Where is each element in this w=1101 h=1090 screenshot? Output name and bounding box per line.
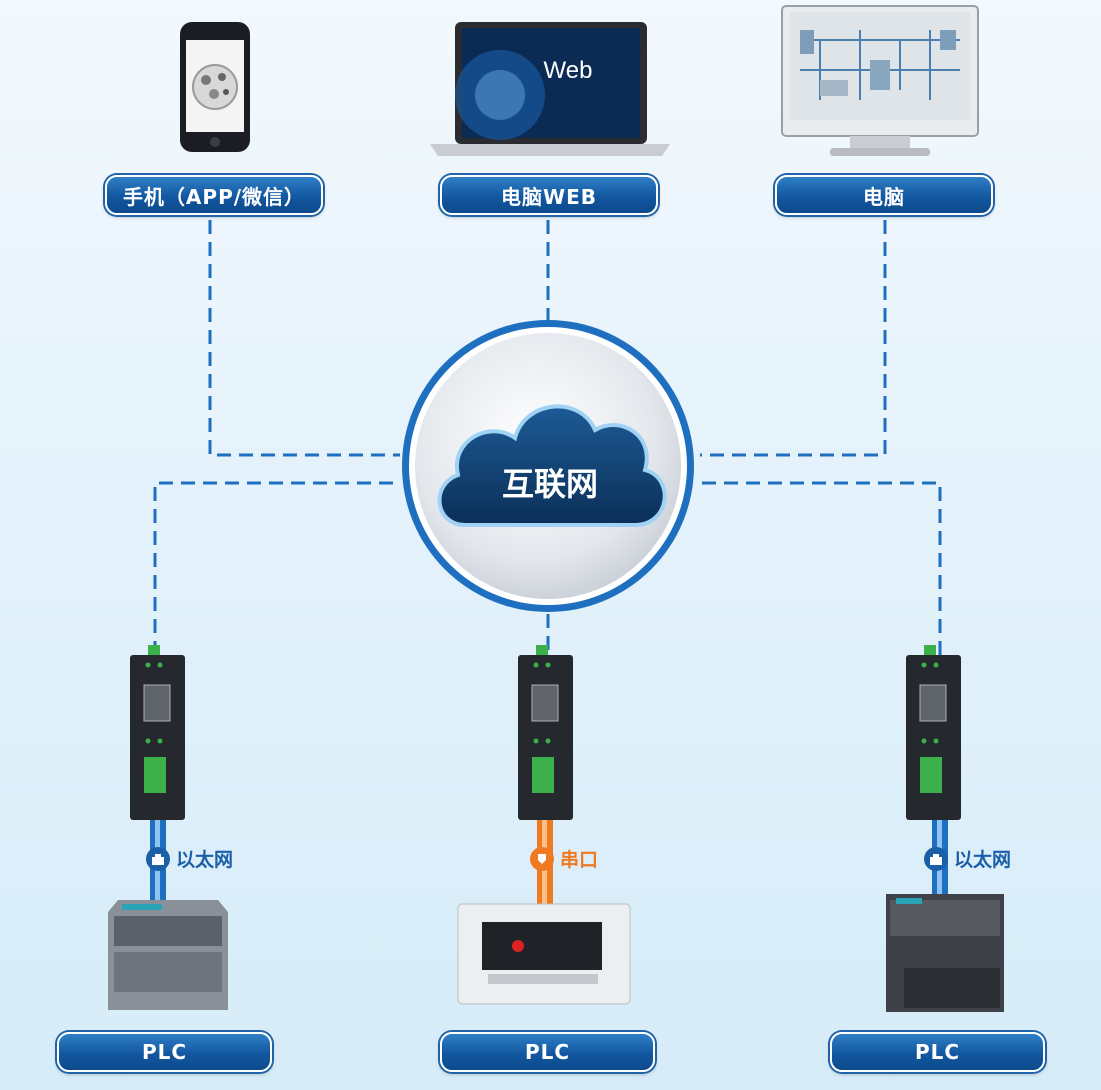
iot-gateway-icon [130,645,185,820]
plc-label-middle: PLC [440,1032,655,1072]
laptop-label-text: 电脑WEB [501,184,597,209]
plc-label-left: PLC [57,1032,272,1072]
iot-gateway-icon [518,645,573,820]
connection-label-middle: 串口 [530,845,598,872]
top-label-laptop: 电脑WEB [440,175,658,215]
plcs [108,894,1004,1012]
serial-port-icon [530,846,554,871]
ethernet-icon [924,846,948,871]
top-devices: Web [180,5,979,156]
cloud-label: 互联网 [502,465,598,503]
plc-label-text: PLC [914,1040,961,1064]
desktop-label-text: 电脑 [863,184,905,209]
gateways [130,645,961,820]
connection-text: 以太网 [954,849,1012,871]
connection-label-left: 以太网 [146,845,233,872]
connection-text: 以太网 [176,849,234,871]
link-gateway3-cloud [702,481,942,655]
cloud-icon [437,404,667,527]
plc-label-text: PLC [141,1040,188,1064]
plc-icon [108,900,228,1010]
smartphone-icon [180,22,250,152]
desktop-monitor-icon [781,5,979,156]
top-label-desktop: 电脑 [775,175,993,215]
plc-label-right: PLC [830,1032,1045,1072]
link-gateway1-cloud [153,481,398,655]
connection-text: 串口 [560,849,599,871]
phone-label-text: 手机（APP/微信） [122,184,306,209]
cloud-hub: 互联网 [402,320,694,612]
plc-label-text: PLC [524,1040,571,1064]
link-desktop-cloud [700,220,887,457]
link-phone-cloud [208,220,400,457]
top-label-phone: 手机（APP/微信） [105,175,323,215]
connection-label-right: 以太网 [924,845,1011,872]
laptop-icon: Web [430,22,670,156]
iot-gateway-icon [906,645,961,820]
plc-icon [886,894,1004,1012]
laptop-screen-text: Web [544,57,593,84]
plc-icon [457,903,631,1005]
ethernet-icon [146,846,170,871]
